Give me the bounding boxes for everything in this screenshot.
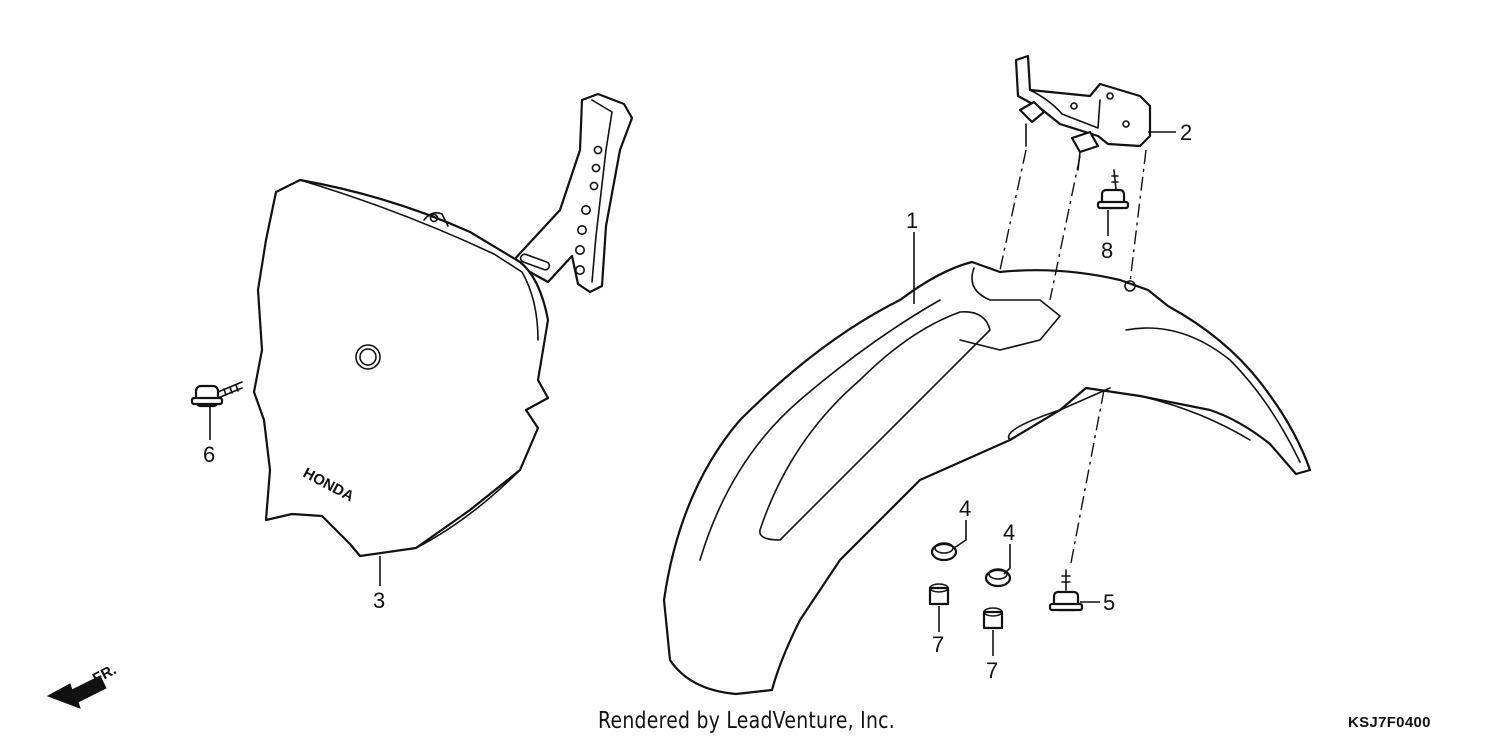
bolt-6[interactable]: [190, 381, 243, 408]
callout-2: 2: [1180, 120, 1192, 145]
rendered-credit: Rendered by LeadVenture, Inc.: [598, 708, 896, 734]
callout-3: 3: [373, 588, 385, 613]
callout-4a: 4: [959, 496, 971, 521]
callout-4b: 4: [1003, 520, 1015, 545]
collar-7a[interactable]: [928, 583, 950, 606]
fender-stay[interactable]: [1014, 54, 1152, 171]
number-plate[interactable]: HONDA: [252, 92, 634, 558]
callout-8: 8: [1101, 238, 1113, 263]
diagram-code: KSJ7F0400: [1348, 714, 1431, 731]
callout-1: 1: [906, 208, 918, 233]
grommet-4a[interactable]: [930, 542, 958, 562]
front-direction-arrow-icon: FR.: [46, 661, 119, 709]
callout-7b: 7: [986, 658, 998, 683]
collar-7b[interactable]: [982, 607, 1004, 630]
bolt-5[interactable]: [1048, 569, 1084, 612]
callout-5: 5: [1103, 590, 1115, 615]
grommet-4b[interactable]: [984, 568, 1012, 588]
callout-6: 6: [203, 442, 215, 467]
front-fender[interactable]: [662, 260, 1312, 696]
bolt-8[interactable]: [1096, 169, 1130, 210]
callout-7a: 7: [932, 632, 944, 657]
